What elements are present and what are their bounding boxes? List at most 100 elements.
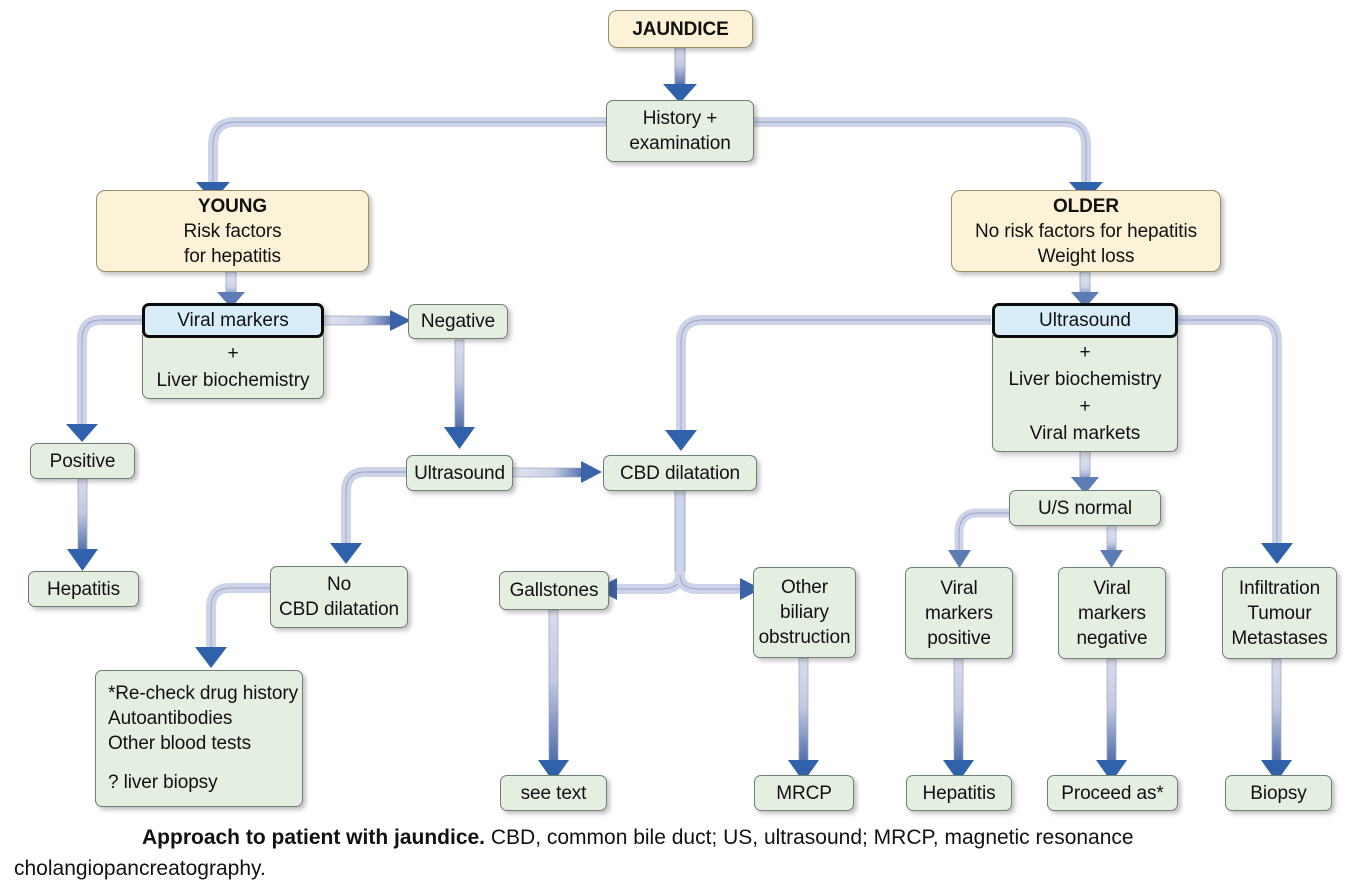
node-older-line1: OLDER (1052, 195, 1119, 217)
edge-viralpositive-to-hepatitis (943, 658, 974, 782)
node-viral-markers-negative[interactable]: Viral markers negative (1058, 567, 1166, 659)
node-viral-markers-head[interactable]: Viral markers (142, 303, 324, 338)
node-ultrasound-mid-label: Ultrasound (414, 462, 505, 484)
node-young-line3: for hepatitis (184, 245, 281, 267)
node-older[interactable]: OLDER No risk factors for hepatitis Weig… (951, 190, 1221, 272)
edge-young-to-viral-markers (217, 271, 245, 308)
node-mrcp-label: MRCP (776, 782, 832, 804)
node-viral-markers-positive[interactable]: Viral markers positive (905, 567, 1013, 659)
edge-history-bus (196, 117, 1103, 201)
node-viral-markers-body: + Liver biochemistry (142, 335, 324, 399)
node-ultrasound-head-label: Ultrasound (1039, 310, 1131, 331)
node-viral-markers-body-label: Liver biochemistry (156, 369, 310, 391)
node-ultrasound-combo[interactable]: Ultrasound + Liver biochemistry + Viral … (992, 303, 1178, 452)
edge-ultrasound-to-cbd (512, 461, 602, 483)
node-recheck-drug-history[interactable]: *Re-check drug history Autoantibodies Ot… (95, 670, 303, 807)
node-proceed-as[interactable]: Proceed as* (1047, 775, 1178, 811)
figure-caption: Approach to patient with jaundice. CBD, … (0, 822, 1357, 884)
node-biopsy-label: Biopsy (1250, 782, 1307, 804)
node-viral-negative-line1: Viral (1093, 577, 1131, 599)
edge-gallstones-to-seetext (538, 609, 569, 782)
edge-rightultrasound-to-cbd (665, 315, 991, 451)
node-viral-negative-line3: negative (1076, 627, 1148, 649)
node-hepatitis-right[interactable]: Hepatitis (906, 775, 1012, 811)
edge-otherbiliary-to-mrcp (788, 657, 819, 782)
caption-rest: CBD, common bile duct; US, ultrasound; M… (14, 826, 1134, 880)
node-older-line2: No risk factors for hepatitis (974, 220, 1197, 242)
edge-ultrasound-to-nocbd (330, 467, 406, 564)
node-other-biliary-line1: Other (780, 577, 829, 598)
node-recheck-line2: Autoantibodies (108, 708, 233, 729)
node-other-biliary-line2: biliary (780, 602, 829, 623)
node-cbd-dilatation[interactable]: CBD dilatation (603, 455, 757, 491)
node-us-normal-label: U/S normal (1037, 497, 1133, 519)
edge-ultrasound-to-usnormal (1071, 449, 1099, 494)
node-viral-markers-plus: + (227, 342, 239, 364)
node-positive-label: Positive (49, 450, 116, 472)
node-hepatitis-left-label: Hepatitis (46, 578, 121, 600)
node-see-text-label: see text (520, 782, 587, 804)
node-hepatitis-right-label: Hepatitis (922, 782, 996, 804)
node-cbd-dilatation-label: CBD dilatation (619, 462, 741, 484)
edge-negative-to-ultrasound (444, 339, 475, 449)
node-history-examination[interactable]: History + examination (606, 100, 754, 162)
edge-cbd-split (596, 489, 761, 600)
node-ultrasound-head[interactable]: Ultrasound (992, 303, 1178, 338)
caption-bold: Approach to patient with jaundice. (142, 826, 486, 849)
node-history-line2: examination (629, 133, 731, 154)
node-infiltration-tumour-metastases[interactable]: Infiltration Tumour Metastases (1222, 567, 1337, 659)
node-gallstones-label: Gallstones (509, 580, 599, 601)
edge-infiltration-to-biopsy (1261, 658, 1292, 782)
edge-viralmarkers-to-positive (66, 315, 146, 442)
node-young-line1: YOUNG (197, 195, 268, 217)
node-hepatitis-left[interactable]: Hepatitis (28, 571, 139, 607)
node-see-text[interactable]: see text (500, 775, 607, 811)
node-other-biliary-obstruction[interactable]: Other biliary obstruction (753, 567, 856, 658)
node-history-line1: History + (642, 108, 718, 129)
node-viral-positive-line2: markers (925, 602, 993, 624)
node-no-cbd-dilatation[interactable]: No CBD dilatation (270, 566, 408, 628)
node-no-cbd-line2: CBD dilatation (278, 599, 400, 620)
node-recheck-line4: ? liver biopsy (108, 772, 218, 793)
edge-usnormal-to-viralpositive (948, 508, 1010, 568)
node-ultrasound-body1: Liver biochemistry (1008, 369, 1162, 390)
node-recheck-line1: *Re-check drug history (108, 683, 298, 704)
node-mrcp[interactable]: MRCP (754, 775, 854, 811)
node-ultrasound-plus2: + (1079, 396, 1091, 417)
node-jaundice-label: JAUNDICE (632, 18, 729, 40)
node-infiltration-line3: Metastases (1231, 627, 1328, 649)
node-jaundice[interactable]: JAUNDICE (608, 10, 753, 48)
node-young-line2: Risk factors (183, 220, 282, 242)
node-infiltration-line2: Tumour (1247, 602, 1312, 624)
edge-rightultrasound-to-infiltration (1178, 315, 1293, 564)
node-viral-positive-line3: positive (927, 627, 991, 649)
node-us-normal[interactable]: U/S normal (1009, 490, 1161, 526)
node-other-biliary-line3: obstruction (758, 627, 851, 648)
node-biopsy[interactable]: Biopsy (1225, 775, 1332, 811)
edge-usnormal-to-viralnegative (1100, 524, 1123, 568)
node-ultrasound-body2: Viral markets (1029, 423, 1141, 444)
node-ultrasound-body: + Liver biochemistry + Viral markets (992, 335, 1178, 452)
node-gallstones[interactable]: Gallstones (499, 571, 609, 610)
edge-positive-to-hepatitis (67, 478, 98, 571)
edge-nocbd-to-recheck (195, 583, 272, 668)
node-proceed-as-label: Proceed as* (1061, 782, 1164, 804)
node-older-line3: Weight loss (1037, 245, 1135, 267)
node-negative[interactable]: Negative (408, 304, 508, 339)
node-young[interactable]: YOUNG Risk factors for hepatitis (96, 190, 369, 272)
node-infiltration-line1: Infiltration (1238, 577, 1321, 599)
node-recheck-line3: Other blood tests (108, 733, 251, 754)
node-viral-markers-combo[interactable]: Viral markers + Liver biochemistry (142, 303, 324, 399)
edge-viralmarkers-to-negative (323, 310, 411, 331)
node-viral-negative-line2: markers (1078, 602, 1146, 624)
node-positive[interactable]: Positive (30, 443, 135, 479)
edge-jaundice-to-history (663, 47, 697, 103)
edge-viralnegative-to-proceed (1096, 658, 1127, 782)
edge-older-to-ultrasound (1071, 271, 1099, 308)
node-no-cbd-line1: No (326, 574, 352, 595)
node-ultrasound-plus1: + (1079, 342, 1091, 363)
node-ultrasound-mid[interactable]: Ultrasound (406, 455, 513, 491)
node-negative-label: Negative (420, 311, 496, 332)
